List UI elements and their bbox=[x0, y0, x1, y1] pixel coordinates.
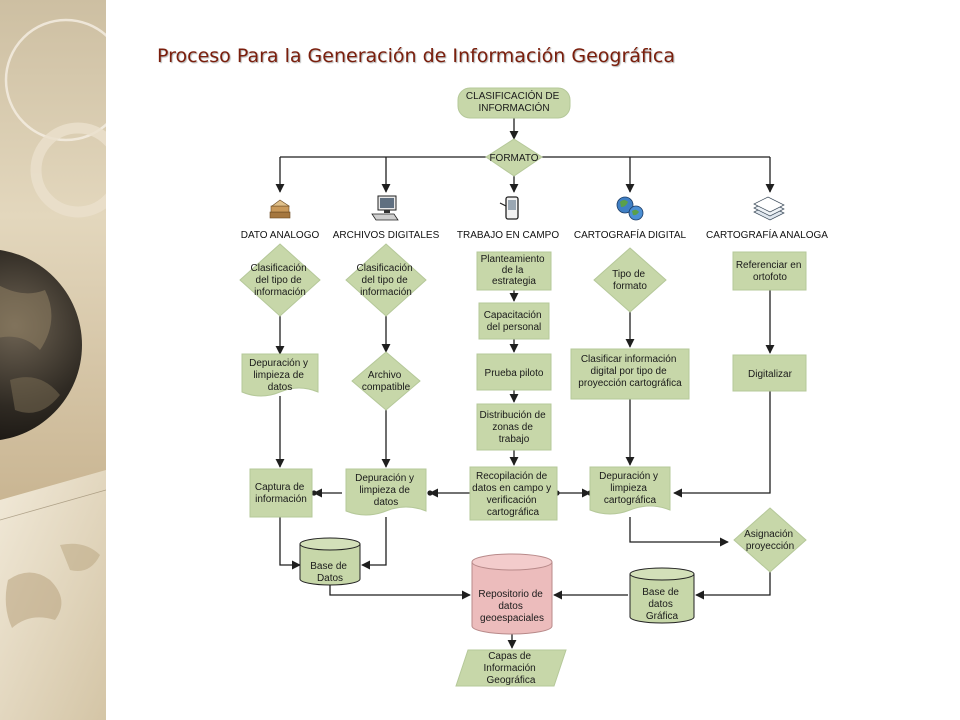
desktop-computer-icon bbox=[371, 195, 399, 221]
node-tipo-formato: Tipo de formato bbox=[593, 247, 667, 313]
node-prueba-piloto: Prueba piloto bbox=[476, 353, 552, 391]
category-cartografia-digital: CARTOGRAFÍA DIGITAL bbox=[574, 228, 687, 241]
svg-text:Captura de información: Captura de información bbox=[255, 482, 307, 505]
svg-text:Capas de Información: Capas de Información Geográfica bbox=[483, 651, 538, 686]
category-dato-analogo: DATO ANALOGO bbox=[241, 230, 320, 241]
globes-icon bbox=[616, 196, 644, 221]
node-distribucion-zonas: Distribución de zonas de trabajo bbox=[476, 403, 552, 451]
node-archivo-compatible: Archivo compatible bbox=[351, 351, 421, 411]
slide-title: Proceso Para la Generación de Informació… bbox=[157, 45, 675, 67]
paper-stack-icon bbox=[753, 196, 785, 221]
stack-of-papers-icon bbox=[269, 199, 291, 219]
node-capacitacion-personal: Capacitación del personal bbox=[478, 302, 550, 340]
connector-lines bbox=[275, 117, 775, 649]
decorative-side-panel bbox=[0, 0, 106, 720]
svg-text:Planteamiento de la: Planteamiento de la estrategia bbox=[481, 254, 548, 287]
svg-text:Base de datos: Base de datos Gráfica bbox=[642, 587, 681, 622]
node-clasificacion-tipo-2: Clasificación del tipo de información bbox=[345, 243, 427, 317]
svg-text:Capacitación del perso: Capacitación del personal bbox=[484, 310, 545, 333]
node-asignacion-proyeccion: Asignación proyección bbox=[733, 507, 807, 573]
svg-text:Referenciar en ortofot: Referenciar en ortofoto bbox=[736, 260, 804, 283]
svg-text:Distribución de zonas: Distribución de zonas de trabajo bbox=[480, 410, 549, 445]
node-depuracion-datos-2: Depuración y limpieza de datos bbox=[345, 468, 427, 516]
node-planteamiento-estrategia: Planteamiento de la estrategia bbox=[476, 251, 552, 291]
flowchart-shapes: CLASIFICACIÓN DE INFORMACIÓN FORMATO bbox=[239, 87, 828, 687]
category-trabajo-en-campo: TRABAJO EN CAMPO bbox=[457, 230, 559, 241]
node-referenciar-ortofoto: Referenciar en ortofoto bbox=[732, 251, 807, 291]
node-base-de-datos: Base de Datos bbox=[299, 537, 361, 586]
svg-text:Digitalizar: Digitalizar bbox=[748, 369, 793, 380]
svg-text:Depuración y limpieza: Depuración y limpieza de datos bbox=[355, 473, 417, 508]
node-captura-informacion: Captura de información bbox=[249, 468, 313, 518]
svg-text:Depuración y limpieza: Depuración y limpieza cartográfica bbox=[599, 471, 661, 506]
svg-text:Asignación proyección: Asignación proyección bbox=[744, 529, 796, 552]
root-node-label: CLASIFICACIÓN DE INFORMACIÓN bbox=[466, 89, 562, 114]
svg-text:Clasificar información: Clasificar información digital por tipo … bbox=[578, 354, 682, 389]
svg-text:Depuración y limpieza: Depuración y limpieza de datos bbox=[249, 358, 311, 393]
svg-text:Prueba piloto: Prueba piloto bbox=[485, 368, 544, 379]
svg-text:Clasificación del tipo: Clasificación del tipo de información bbox=[251, 263, 310, 298]
node-depuracion-cartografica: Depuración y limpieza cartográfica bbox=[589, 466, 671, 515]
node-capas-informacion-geografica: Capas de Información Geográfica bbox=[455, 649, 567, 687]
node-repositorio-datos-geoespaciales: Repositorio de datos geoespaciales bbox=[471, 553, 553, 635]
category-cartografia-analoga: CARTOGRAFÍA ANALOGA bbox=[706, 228, 828, 241]
format-decision: FORMATO bbox=[485, 138, 543, 177]
svg-text:Base de Datos: Base de Datos bbox=[310, 561, 349, 584]
root-node: CLASIFICACIÓN DE INFORMACIÓN bbox=[457, 87, 571, 119]
handheld-device-icon bbox=[499, 196, 519, 220]
node-recopilacion-datos: Recopilación de datos en campo y verific… bbox=[469, 466, 558, 521]
node-clasificacion-tipo-1: Clasificación del tipo de información bbox=[239, 243, 321, 317]
node-depuracion-datos-1: Depuración y limpieza de datos bbox=[241, 353, 319, 397]
category-archivos-digitales: ARCHIVOS DIGITALES bbox=[333, 230, 440, 241]
svg-text:Repositorio de datos: Repositorio de datos geoespaciales bbox=[478, 589, 545, 624]
svg-text:Archivo compatible: Archivo compatible bbox=[362, 370, 411, 393]
svg-text:Recopilación de datos: Recopilación de datos en campo y verific… bbox=[472, 471, 554, 518]
svg-text:Clasificación del tipo: Clasificación del tipo de información bbox=[357, 263, 416, 298]
node-clasificar-informacion-digital: Clasificar información digital por tipo … bbox=[570, 348, 690, 400]
format-decision-label: FORMATO bbox=[489, 153, 538, 164]
node-digitalizar: Digitalizar bbox=[732, 354, 807, 392]
svg-text:Tipo de formato: Tipo de formato bbox=[612, 269, 648, 292]
node-base-datos-grafica: Base de datos Gráfica bbox=[629, 567, 695, 624]
